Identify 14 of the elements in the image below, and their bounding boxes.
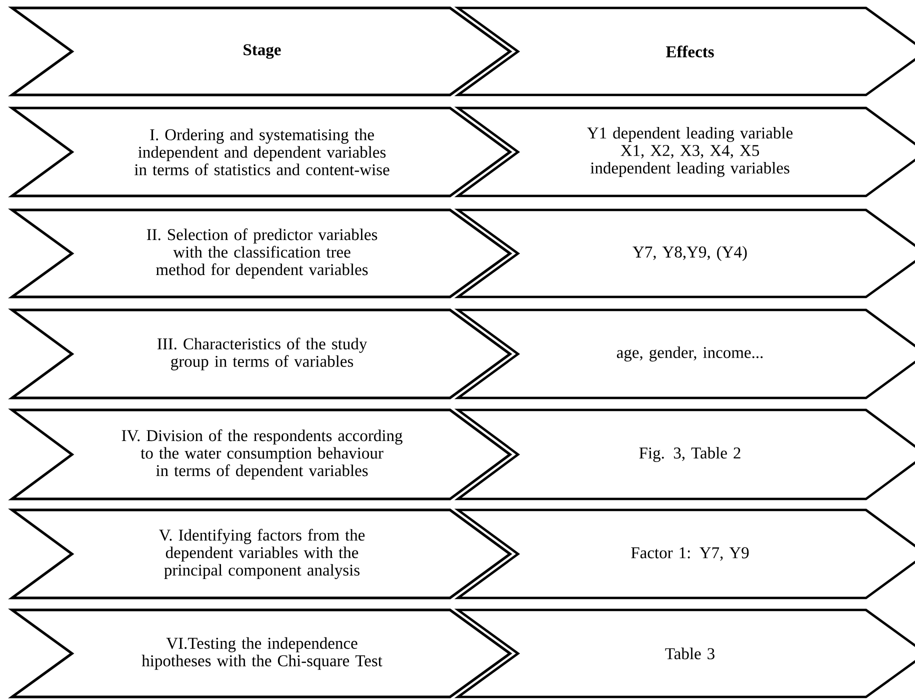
chevron-panel: III. Characteristics of the study group in terms of variables: [8, 308, 512, 400]
chevron-panel: Y1 dependent leading variable X1, X2, X3, X4, X5 independent leading variables: [454, 106, 915, 198]
chevron-panel: Effects: [454, 6, 915, 96]
chevron-panel: age, gender, income...: [454, 308, 915, 400]
chevron-panel: Stage: [8, 6, 512, 96]
chevron-panel: II. Selection of predictor variables with the classification tree method for dependent variables: [8, 208, 512, 298]
chevron-panel: I. Ordering and systematising the independent and dependent variables in terms of statistics and content-wise: [8, 106, 512, 198]
chevron-panel: VI.Testing the independence hipotheses with the Chi-square Test: [8, 608, 512, 698]
chevron-panel: Table 3: [454, 608, 915, 698]
chevron-panel: Factor 1: Y7, Y9: [454, 508, 915, 600]
chevron-panel: V. Identifying factors from the dependent variables with the principal component analysis: [8, 508, 512, 600]
chevron-panel: Y7, Y8,Y9, (Y4): [454, 208, 915, 298]
chevron-panel: Fig. 3, Table 2: [454, 408, 915, 500]
chevron-panel: IV. Division of the respondents according to the water consumption behaviour in terms of dependent variables: [8, 408, 512, 500]
